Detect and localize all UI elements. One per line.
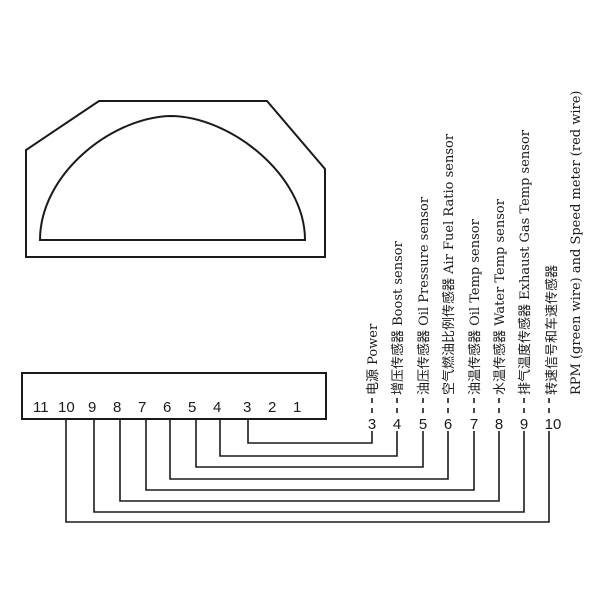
wire-path-3 [247,419,373,444]
label-exhaust-gas-temp-sensor: 排气温度传感器 Exhaust Gas Temp sensor [517,129,533,395]
pin-10-label: 10 [58,399,75,416]
wire-number-6: 6 [444,416,452,433]
pin-6-label: 6 [163,399,171,416]
wire-number-labels: 3 4 5 6 7 8 9 10 [368,416,562,433]
wire-number-9: 9 [520,416,528,433]
wire-number-10: 10 [545,416,562,433]
label-boost-sensor: 增压传感器 Boost sensor [390,240,406,395]
wire-path-9 [93,419,525,513]
wire-number-5: 5 [419,416,427,433]
wire-leads [371,398,550,414]
wire-path-7 [145,419,475,491]
connector-pin-labels: 11 10 9 8 7 6 5 4 3 2 1 [33,399,301,416]
pin-2-label: 2 [268,399,276,416]
pin-1-label: 1 [293,399,301,416]
gauge-housing [25,100,326,258]
wire-number-8: 8 [495,416,503,433]
label-rpm-speed-en: RPM (green wire) and Speed meter (red wi… [569,90,584,395]
label-rpm-speed-cn: 转速信号和车速传感器 [544,265,560,395]
pin-4-label: 4 [213,399,221,416]
pin-11-label: 11 [33,399,49,416]
label-oil-pressure-sensor: 油压传感器 Oil Pressure sensor [416,196,432,395]
pin-8-label: 8 [113,399,121,416]
pin-7-label: 7 [138,399,146,416]
wire-paths [65,419,550,523]
sensor-labels: 电源 Power 增压传感器 Boost sensor 油压传感器 Oil Pr… [366,90,584,395]
connector-block [21,372,327,420]
label-water-temp-sensor: 水温传感器 Water Temp sensor [492,198,508,395]
wire-number-4: 4 [393,416,401,433]
wire-path-10 [65,419,550,523]
gauge-outer-outline [25,100,326,258]
wire-path-5 [195,419,424,468]
label-air-fuel-ratio-sensor: 空气燃油比例传感器 Air Fuel Ratio sensor [441,133,457,395]
wire-number-3: 3 [368,416,376,433]
pin-9-label: 9 [88,399,96,416]
wire-path-6 [169,419,449,480]
wire-number-7: 7 [470,416,478,433]
pin-3-label: 3 [243,399,251,416]
wire-path-8 [119,419,500,502]
label-power: 电源 Power [366,323,381,395]
label-oil-temp-sensor: 油温传感器 Oil Temp sensor [467,218,483,395]
wire-path-4 [219,419,398,457]
pin-5-label: 5 [188,399,196,416]
gauge-display-window [38,114,307,241]
